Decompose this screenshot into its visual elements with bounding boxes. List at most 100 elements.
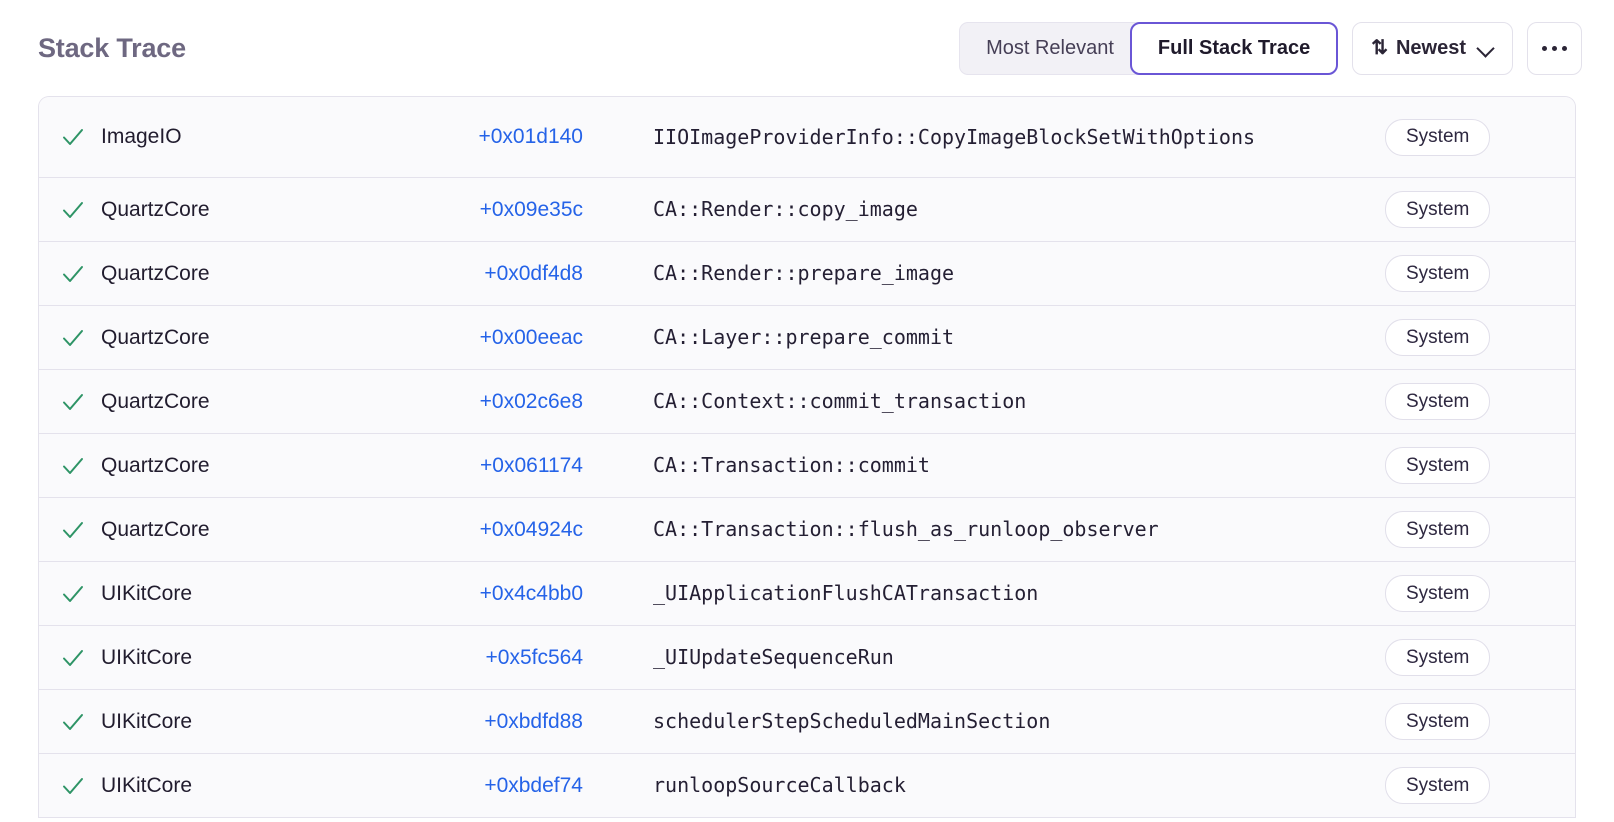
frame-symbol: _UIUpdateSequenceRun — [653, 645, 894, 670]
module-name: ImageIO — [101, 125, 182, 148]
table-row[interactable]: QuartzCore +0x09e35c CA::Render::copy_im… — [39, 178, 1575, 242]
table-row[interactable]: QuartzCore +0x00eeac CA::Layer::prepare_… — [39, 306, 1575, 370]
frame-included-check[interactable] — [39, 710, 101, 734]
frame-address[interactable]: +0x061174 — [480, 453, 583, 477]
frame-address[interactable]: +0x09e35c — [479, 197, 583, 221]
table-row[interactable]: UIKitCore +0x5fc564 _UIUpdateSequenceRun… — [39, 626, 1575, 690]
ellipsis-icon — [1542, 45, 1567, 51]
status-badge: System — [1385, 703, 1491, 740]
frame-included-check[interactable] — [39, 262, 101, 286]
sort-updown-icon: ⇅ — [1371, 37, 1388, 59]
module-name: QuartzCore — [101, 453, 210, 477]
frame-symbol: CA::Render::copy_image — [653, 197, 918, 222]
check-icon — [63, 129, 83, 145]
status-badge: System — [1385, 447, 1491, 484]
module-name: QuartzCore — [101, 325, 210, 349]
table-row[interactable]: QuartzCore +0x02c6e8 CA::Context::commit… — [39, 370, 1575, 434]
table-row[interactable]: UIKitCore +0xbdfd88 schedulerStepSchedul… — [39, 690, 1575, 754]
stack-trace-table: ImageIO +0x01d140 IIOImageProviderInfo::… — [38, 96, 1576, 818]
table-row[interactable]: QuartzCore +0x0df4d8 CA::Render::prepare… — [39, 242, 1575, 306]
module-name: QuartzCore — [101, 517, 210, 541]
sort-button-label: Newest — [1395, 36, 1466, 59]
status-badge: System — [1385, 255, 1491, 292]
frame-tag-cell: System — [1385, 703, 1575, 740]
frame-tag-cell: System — [1385, 575, 1575, 612]
module-name: UIKitCore — [101, 773, 193, 797]
table-row[interactable]: UIKitCore +0x4c4bb0 _UIApplicationFlushC… — [39, 562, 1575, 626]
frame-tag-cell: System — [1385, 511, 1575, 548]
module-name: QuartzCore — [101, 389, 210, 413]
page-title: Stack Trace — [38, 32, 186, 63]
frame-tag-cell: System — [1385, 191, 1575, 228]
check-icon — [63, 265, 83, 282]
frame-included-check[interactable] — [39, 125, 101, 149]
frame-address[interactable]: +0xbdef74 — [484, 773, 583, 797]
frame-address[interactable]: +0x5fc564 — [485, 645, 584, 669]
frame-address[interactable]: +0x00eeac — [479, 325, 583, 349]
frame-tag-cell: System — [1385, 383, 1575, 420]
frame-symbol: schedulerStepScheduledMainSection — [653, 709, 1051, 734]
frame-symbol: runloopSourceCallback — [653, 773, 906, 798]
panel-header: Stack Trace Most Relevant Full Stack Tra… — [0, 0, 1614, 96]
frame-address[interactable]: +0x4c4bb0 — [479, 581, 583, 605]
frame-tag-cell: System — [1385, 118, 1575, 156]
frame-symbol: CA::Render::prepare_image — [653, 261, 955, 286]
frame-address[interactable]: +0x04924c — [479, 517, 583, 541]
status-badge: System — [1385, 319, 1491, 356]
check-icon — [63, 585, 83, 602]
status-badge: System — [1385, 118, 1491, 156]
tab-full-stack-trace[interactable]: Full Stack Trace — [1129, 21, 1339, 75]
frame-included-check[interactable] — [39, 198, 101, 222]
frame-symbol: _UIApplicationFlushCATransaction — [653, 581, 1039, 606]
module-name: UIKitCore — [101, 709, 193, 733]
status-badge: System — [1385, 767, 1491, 804]
frame-tag-cell: System — [1385, 319, 1575, 356]
module-name: QuartzCore — [101, 197, 210, 221]
frame-address[interactable]: +0x01d140 — [478, 125, 583, 148]
frame-symbol: CA::Transaction::flush_as_runloop_observ… — [653, 517, 1159, 542]
status-badge: System — [1385, 511, 1491, 548]
table-row[interactable]: QuartzCore +0x061174 CA::Transaction::co… — [39, 434, 1575, 498]
frame-included-check[interactable] — [39, 326, 101, 350]
status-badge: System — [1385, 575, 1491, 612]
check-icon — [63, 713, 83, 730]
table-row[interactable]: ImageIO +0x01d140 IIOImageProviderInfo::… — [39, 97, 1575, 178]
frame-tag-cell: System — [1385, 639, 1575, 676]
check-icon — [63, 649, 83, 666]
check-icon — [63, 777, 83, 794]
check-icon — [63, 521, 83, 538]
module-name: UIKitCore — [101, 645, 193, 669]
status-badge: System — [1385, 639, 1491, 676]
view-mode-segmented-control[interactable]: Most Relevant Full Stack Trace — [959, 21, 1339, 75]
check-icon — [63, 457, 83, 474]
module-name: QuartzCore — [101, 261, 210, 285]
table-row[interactable]: UIKitCore +0xbdef74 runloopSourceCallbac… — [39, 754, 1575, 818]
frame-address[interactable]: +0xbdfd88 — [484, 709, 583, 733]
frame-address[interactable]: +0x0df4d8 — [484, 261, 583, 285]
frame-symbol: CA::Layer::prepare_commit — [653, 325, 955, 350]
frame-symbol: CA::Context::commit_transaction — [653, 389, 1027, 414]
tab-most-relevant[interactable]: Most Relevant — [959, 21, 1148, 75]
more-options-button[interactable] — [1527, 21, 1582, 75]
frame-included-check[interactable] — [39, 582, 101, 606]
frame-included-check[interactable] — [39, 518, 101, 542]
frame-included-check[interactable] — [39, 454, 101, 478]
chevron-down-icon — [1478, 40, 1494, 56]
check-icon — [63, 329, 83, 346]
frame-tag-cell: System — [1385, 767, 1575, 804]
frame-tag-cell: System — [1385, 447, 1575, 484]
frame-included-check[interactable] — [39, 390, 101, 414]
frame-symbol: IIOImageProviderInfo::CopyImageBlockSetW… — [653, 124, 1256, 149]
table-row[interactable]: QuartzCore +0x04924c CA::Transaction::fl… — [39, 498, 1575, 562]
frame-included-check[interactable] — [39, 646, 101, 670]
frame-symbol: CA::Transaction::commit — [653, 453, 930, 478]
frame-tag-cell: System — [1385, 255, 1575, 292]
sort-button[interactable]: ⇅ Newest — [1352, 21, 1513, 75]
header-controls: Most Relevant Full Stack Trace ⇅ Newest — [959, 21, 1582, 75]
check-icon — [63, 393, 83, 410]
status-badge: System — [1385, 191, 1491, 228]
frame-address[interactable]: +0x02c6e8 — [479, 389, 583, 413]
check-icon — [63, 201, 83, 218]
frame-included-check[interactable] — [39, 774, 101, 798]
